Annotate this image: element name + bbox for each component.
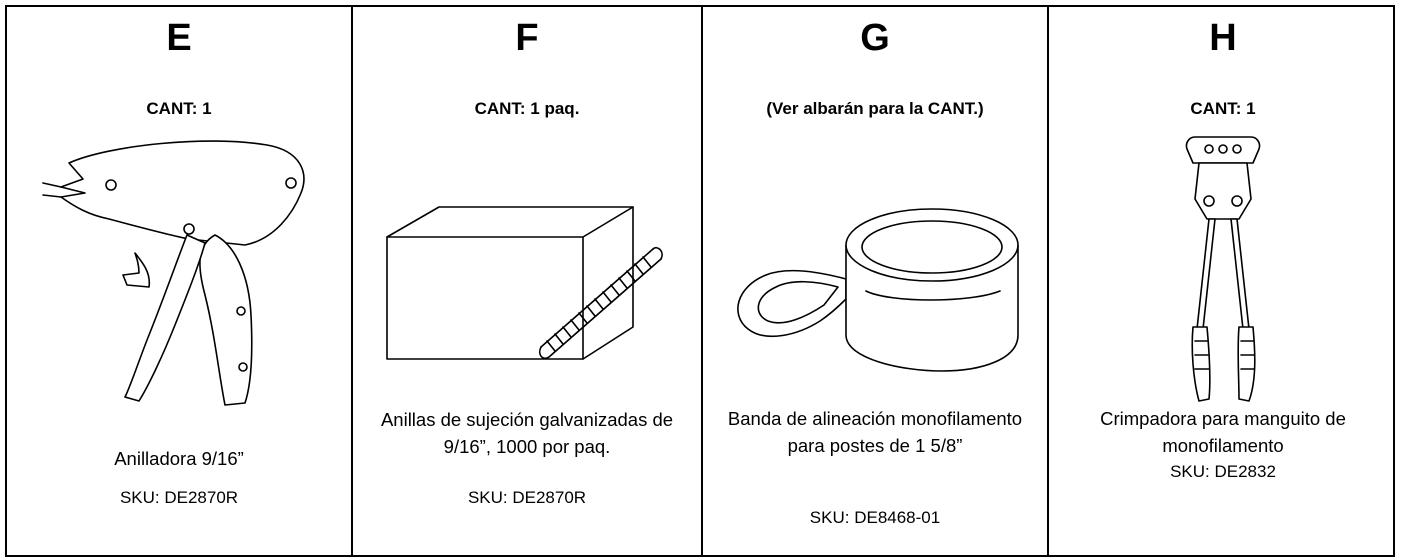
part-sku: SKU: DE8468-01 [809, 508, 941, 527]
alignment-band-icon [703, 175, 1047, 375]
hog-ring-plier-icon [7, 135, 351, 415]
part-cell-g: G (Ver albarán para la CANT.) Banda de a… [703, 7, 1049, 555]
part-quantity: (Ver albarán para la CANT.) [766, 99, 984, 118]
part-sku: SKU: DE2870R [467, 488, 587, 507]
sleeve-crimper-icon [1049, 129, 1397, 409]
part-description: Crimpadora para manguito de monofilament… [1100, 408, 1346, 456]
part-sku: SKU: DE2832 [1170, 462, 1276, 481]
part-quantity: CANT: 1 [146, 99, 212, 118]
part-cell-f: F CANT: 1 paq. Anillas de sujeción galva… [353, 7, 703, 555]
part-cell-h: H CANT: 1 Crimpadora par [1049, 7, 1397, 555]
part-quantity: CANT: 1 [1190, 99, 1256, 118]
hog-rings-box-icon [353, 187, 701, 377]
parts-table: E CANT: 1 Anilladora 9/16” SKU: DE2870 [5, 5, 1395, 557]
part-letter: E [166, 17, 192, 59]
part-description: Anilladora 9/16” [114, 448, 244, 469]
part-letter: H [1209, 17, 1237, 59]
part-cell-e: E CANT: 1 Anilladora 9/16” SKU: DE2870 [7, 7, 353, 555]
part-quantity: CANT: 1 paq. [474, 99, 580, 118]
part-description: Banda de alineación monofilamento para p… [727, 408, 1023, 456]
part-letter: G [860, 17, 890, 59]
part-letter: F [515, 17, 539, 59]
part-description: Anillas de sujeción galvanizadas de 9/16… [380, 409, 674, 457]
part-sku: SKU: DE2870R [119, 488, 239, 507]
